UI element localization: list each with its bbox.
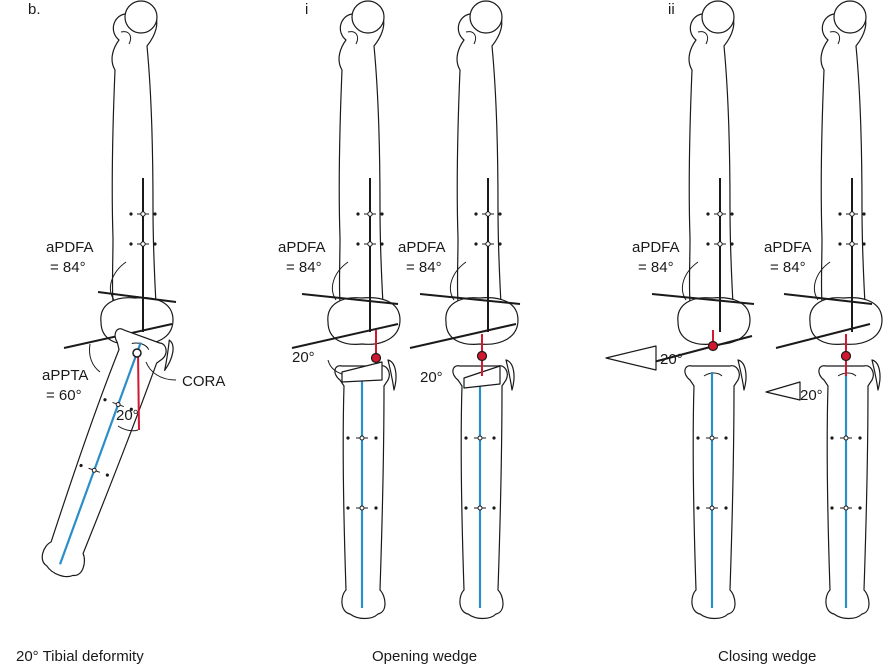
panel-b-apdfa-arc: [110, 261, 127, 301]
panel-b-apdfa-value: = 84°: [50, 259, 86, 276]
panel-ii-left-apdfa-label: aPDFA: [632, 239, 680, 256]
panel-ii-left-limb: aPDFA = 84° 20°: [605, 0, 755, 620]
panel-b-cora-leader: [145, 361, 177, 381]
panel-i-left-apdfa-label: aPDFA: [278, 239, 326, 256]
panel-b-caption: 20° Tibial deformity: [16, 648, 144, 665]
panel-ii-right-apdfa-label: aPDFA: [764, 239, 812, 256]
panel-b-femoral-axis-extension: [137, 351, 140, 431]
panel-b-tag: b.: [28, 1, 41, 18]
panel-b-angle-arc: [117, 425, 139, 432]
panel-ii-left-apdfa-value: = 84°: [638, 259, 674, 276]
panel-b-appta-label: aPPTA: [42, 367, 88, 384]
panel-i-right-angle-label: 20°: [420, 369, 443, 386]
panel-b-appta-arc: [89, 343, 101, 373]
panel-i-right-apdfa-value: = 84°: [406, 259, 442, 276]
panel-ii: ii aPDFA = 84° 20° aPDFA = 84° 20°: [605, 0, 883, 665]
panel-i-left-hinge-point: [370, 352, 382, 364]
panel-ii-right-apdfa-value: = 84°: [770, 259, 806, 276]
panel-i-left-apdfa-value: = 84°: [286, 259, 322, 276]
panel-b-appta-value: = 60°: [46, 387, 82, 404]
panel-i-right-wedge: [463, 365, 501, 389]
panel-b-cora-point: [132, 348, 142, 358]
panel-i-left-limb: aPDFA = 84° 20°: [278, 0, 401, 620]
panel-ii-left-angle-label: 20°: [660, 351, 683, 368]
panel-i-tag: i: [305, 1, 308, 18]
panel-i-right-apdfa-label: aPDFA: [398, 239, 446, 256]
panel-b-cora-label: CORA: [182, 373, 225, 390]
panel-i-right-limb: aPDFA = 84° 20°: [398, 0, 521, 620]
panel-i-caption: Opening wedge: [372, 648, 477, 665]
panel-ii-right-removed-wedge: [765, 381, 801, 401]
panel-i: i aPDFA = 84° 20° aPDFA = 84°: [278, 0, 521, 665]
panel-i-right-hinge-point: [476, 350, 488, 362]
panel-ii-right-limb: aPDFA = 84° 20°: [764, 0, 883, 620]
panel-b-apdfa-label: aPDFA: [46, 239, 94, 256]
panel-ii-left-hinge-point: [707, 340, 719, 352]
panel-ii-tag: ii: [668, 1, 675, 18]
panel-ii-right-angle-label: 20°: [800, 387, 823, 404]
panel-ii-caption: Closing wedge: [718, 648, 816, 665]
panel-ii-left-removed-wedge: [605, 345, 657, 371]
panel-b: b. aPDFA = 84° aPPTA = 60° CORA 20° 20° …: [16, 0, 225, 665]
panel-b-tibia: [29, 320, 178, 587]
panel-ii-right-hinge-point: [840, 350, 852, 362]
panel-b-angle-label: 20°: [116, 407, 139, 424]
panel-i-left-wedge-gap: [341, 361, 383, 383]
panel-i-left-angle-label: 20°: [292, 349, 315, 366]
